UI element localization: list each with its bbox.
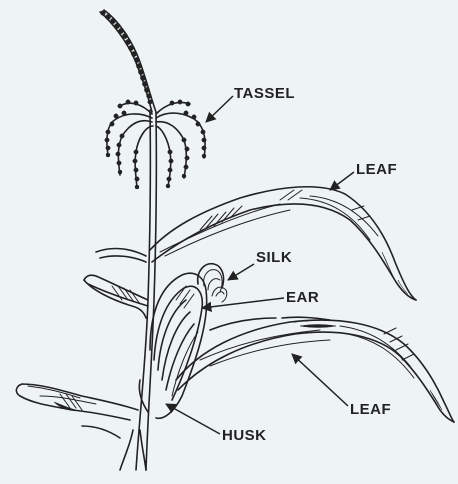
label-silk-group: SILK [228, 249, 292, 280]
label-leaf-upper: LEAF [356, 161, 397, 178]
label-ear: EAR [286, 289, 319, 306]
label-husk-group: HUSK [166, 404, 267, 444]
label-leaf-lower-group: LEAF [292, 354, 391, 418]
label-leaf-upper-group: LEAF [330, 161, 397, 190]
label-husk: HUSK [222, 427, 267, 444]
lower-left-leaf [16, 384, 138, 438]
label-tassel-group: TASSEL [206, 85, 295, 122]
middle-left-leaf [84, 249, 148, 318]
label-silk: SILK [256, 249, 292, 266]
upper-leaf [150, 187, 416, 300]
label-tassel: TASSEL [234, 85, 295, 102]
tassel [100, 10, 206, 189]
label-leaf-lower: LEAF [350, 401, 391, 418]
lower-right-leaf [176, 317, 454, 422]
